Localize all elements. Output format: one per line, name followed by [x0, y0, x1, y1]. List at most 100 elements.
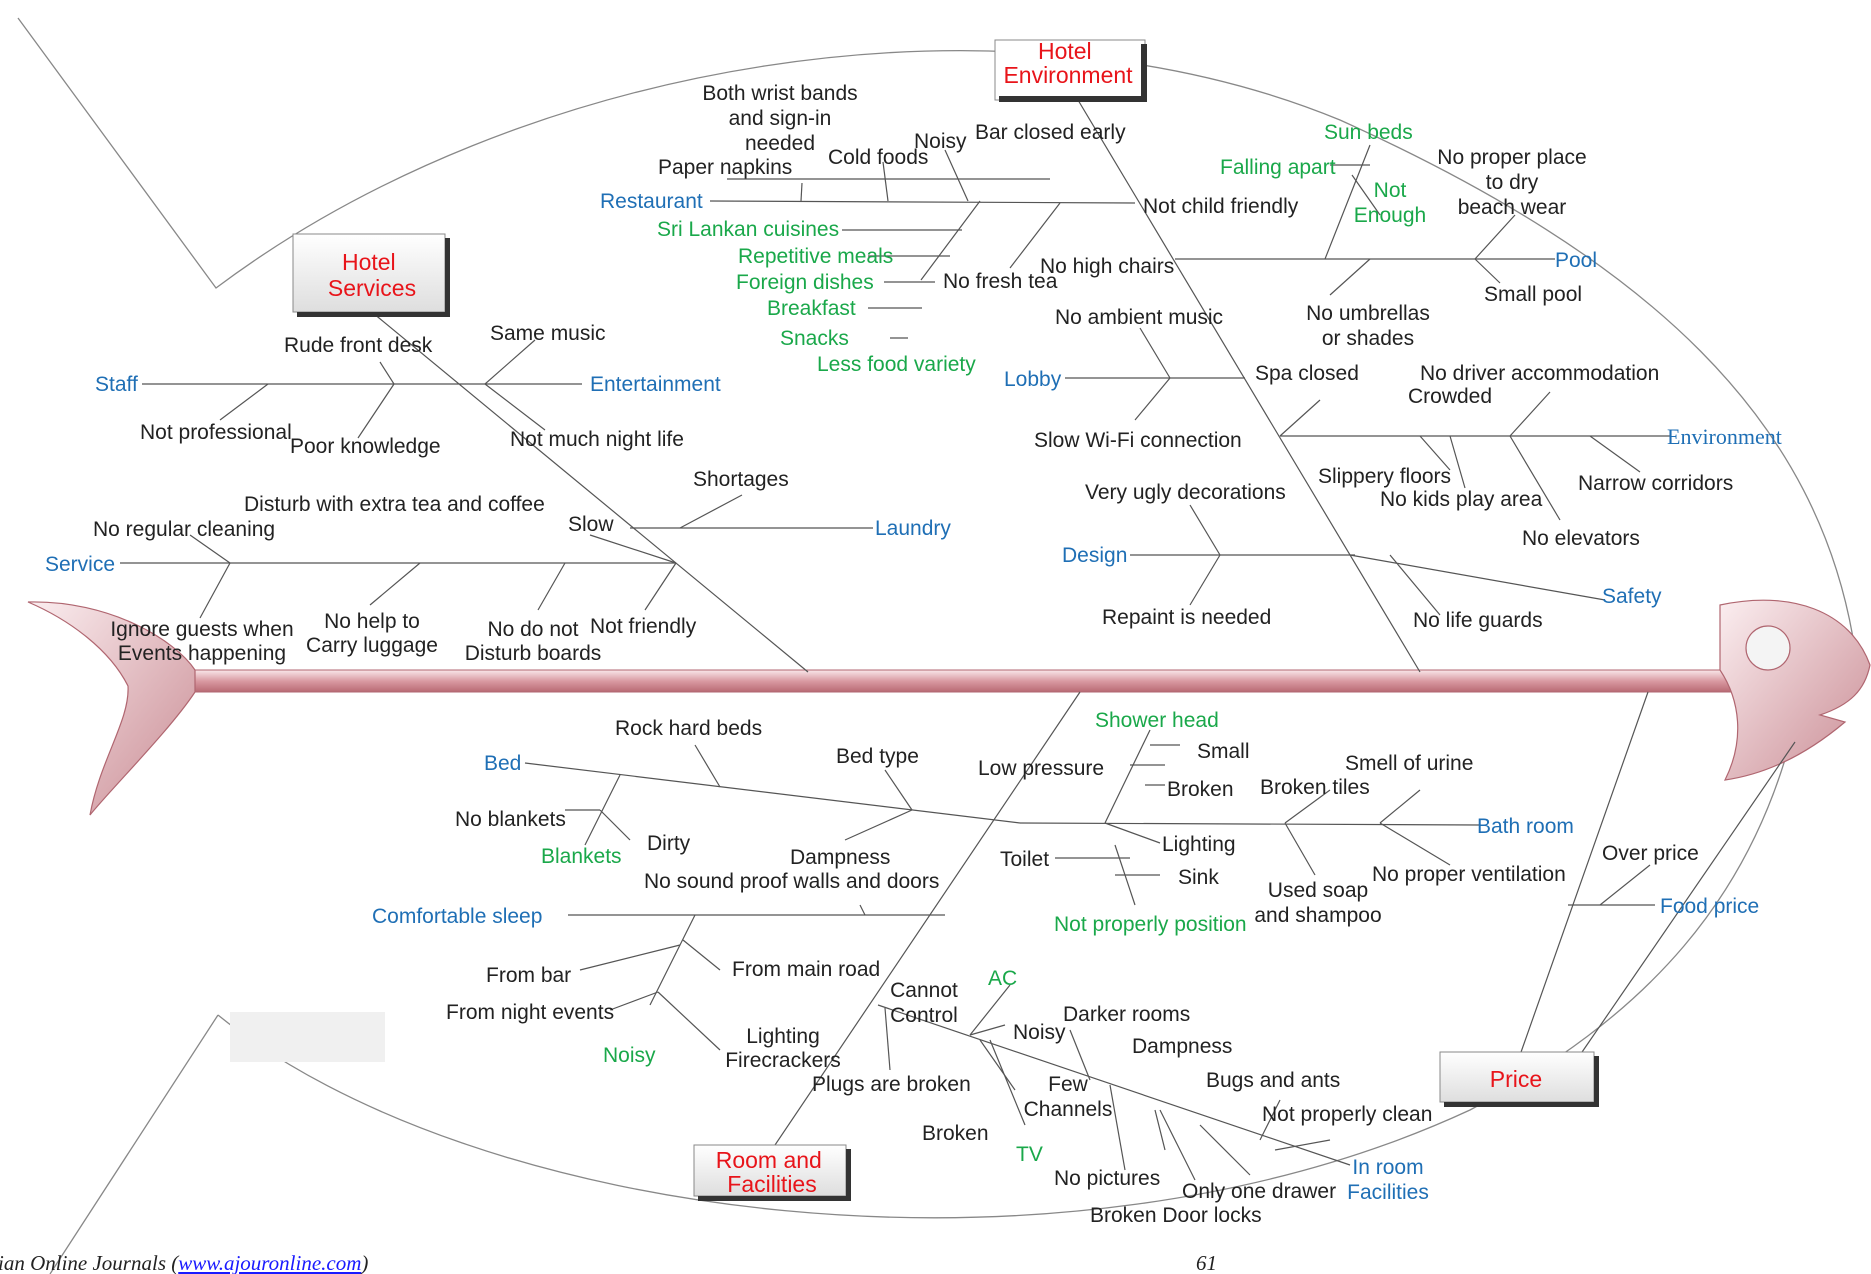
label-not-clean: Not properly clean	[1262, 1103, 1432, 1126]
cause-entertainment: Entertainment	[590, 373, 721, 396]
sub-shower-head: Shower head	[1095, 709, 1219, 732]
cause-comfortable-sleep: Comfortable sleep	[372, 905, 542, 928]
category-room-facilities: Room and Facilities	[716, 1147, 829, 1197]
box-price: Price	[1439, 1051, 1599, 1107]
label-paper-napkins: Paper napkins	[658, 156, 792, 179]
label-layer: Restaurant Sri Lankan cuisines Repetitiv…	[45, 82, 1782, 1227]
footer-link[interactable]: www.ajouronline.com	[178, 1251, 361, 1274]
label-noisy-rest: Noisy	[914, 130, 967, 153]
footer-text: ian Online Journals (www.ajouronline.com…	[0, 1251, 368, 1274]
label-low-pressure: Low pressure	[978, 757, 1104, 780]
label-no-elevators: No elevators	[1522, 527, 1640, 550]
label-no-fresh-tea: No fresh tea	[943, 270, 1058, 293]
label-slow: Slow	[568, 513, 614, 536]
label-broken-locks: Broken Door locks	[1090, 1204, 1262, 1227]
label-no-high-chairs: No high chairs	[1040, 255, 1174, 278]
sub-repetitive: Repetitive meals	[738, 245, 893, 268]
label-slippery: Slippery floors	[1318, 465, 1451, 488]
label-disturb-tea: Disturb with extra tea and coffee	[244, 493, 545, 516]
label-one-drawer: Only one drawer	[1182, 1180, 1336, 1203]
label-ugly-decor: Very ugly decorations	[1085, 481, 1286, 504]
label-same-music: Same music	[490, 322, 606, 345]
label-sink: Sink	[1178, 866, 1219, 889]
label-dampness-room: Dampness	[1132, 1035, 1232, 1058]
label-narrow: Narrow corridors	[1578, 472, 1733, 495]
box-hotel-environment: Hotel Environment	[994, 38, 1147, 102]
label-poor-knowledge: Poor knowledge	[290, 435, 441, 458]
bone-hotel-environment	[1077, 99, 1421, 673]
label-dirty: Dirty	[647, 832, 691, 855]
services-lines	[120, 339, 873, 619]
page-number: 61	[1196, 1251, 1217, 1274]
cause-bath-room: Bath room	[1477, 815, 1574, 838]
category-price: Price	[1490, 1066, 1542, 1092]
sub-noisy-room: Noisy	[603, 1044, 656, 1067]
sub-falling-apart: Falling apart	[1220, 156, 1336, 179]
label-broken-tv: Broken	[922, 1122, 989, 1145]
label-broken-tiles: Broken tiles	[1260, 776, 1370, 799]
label-broken-shower: Broken	[1167, 778, 1234, 801]
sub-sri-lankan: Sri Lankan cuisines	[657, 218, 839, 241]
label-rude-front: Rude front desk	[284, 334, 433, 357]
sub-blankets: Blankets	[541, 845, 622, 868]
box-room-facilities: Room and Facilities	[693, 1144, 851, 1201]
label-repaint: Repaint is needed	[1102, 606, 1271, 629]
cause-design: Design	[1062, 544, 1127, 567]
cause-lobby: Lobby	[1004, 368, 1062, 391]
label-no-ambient: No ambient music	[1055, 306, 1223, 329]
sub-foreign: Foreign dishes	[736, 271, 874, 294]
room-lines	[524, 729, 1481, 1181]
label-not-friendly: Not friendly	[590, 615, 697, 638]
fish-head	[1719, 599, 1871, 781]
label-from-night: From night events	[446, 1001, 614, 1024]
fish-outline-lower	[217, 699, 1801, 1219]
label-smell-urine: Smell of urine	[1345, 752, 1473, 775]
label-not-child: Not child friendly	[1143, 195, 1299, 218]
sub-tv: TV	[1016, 1143, 1043, 1166]
cause-restaurant: Restaurant	[600, 190, 703, 213]
cause-bed: Bed	[484, 752, 521, 775]
cause-environment: Environment	[1667, 424, 1782, 449]
label-from-bar: From bar	[486, 964, 571, 987]
label-bed-type: Bed type	[836, 745, 919, 768]
label-dampness-bed: Dampness	[790, 846, 890, 869]
cause-pool: Pool	[1555, 249, 1597, 272]
label-no-blankets: No blankets	[455, 808, 566, 831]
cause-food-price: Food price	[1660, 895, 1759, 918]
label-toilet: Toilet	[1000, 848, 1049, 871]
bone-price-outer	[1579, 741, 1796, 1056]
sub-breakfast: Breakfast	[767, 297, 856, 320]
bone-room-facilities	[774, 691, 1081, 1146]
label-over-price: Over price	[1602, 842, 1699, 865]
label-noisy-tv: Noisy	[1013, 1021, 1066, 1044]
label-no-life-guards: No life guards	[1413, 609, 1543, 632]
sub-not-properly-position: Not properly position	[1054, 913, 1247, 936]
label-plugs-broken: Plugs are broken	[812, 1073, 971, 1096]
label-lighting-bath: Lighting	[1162, 833, 1236, 856]
fish-eye	[1745, 625, 1791, 671]
label-from-main-road: From main road	[732, 958, 880, 981]
footer-shade	[230, 1012, 385, 1062]
fish-tail-line	[49, 1014, 219, 1274]
label-not-much-night: Not much night life	[510, 428, 684, 451]
label-spa-closed: Spa closed	[1255, 362, 1359, 385]
label-no-ventilation: No proper ventilation	[1372, 863, 1566, 886]
label-slow-wifi: Slow Wi-Fi connection	[1034, 429, 1242, 452]
label-rock-hard: Rock hard beds	[615, 717, 762, 740]
price-lines	[1568, 864, 1655, 906]
label-small-pool: Small pool	[1484, 283, 1582, 306]
sub-sun-beds: Sun beds	[1324, 121, 1413, 144]
